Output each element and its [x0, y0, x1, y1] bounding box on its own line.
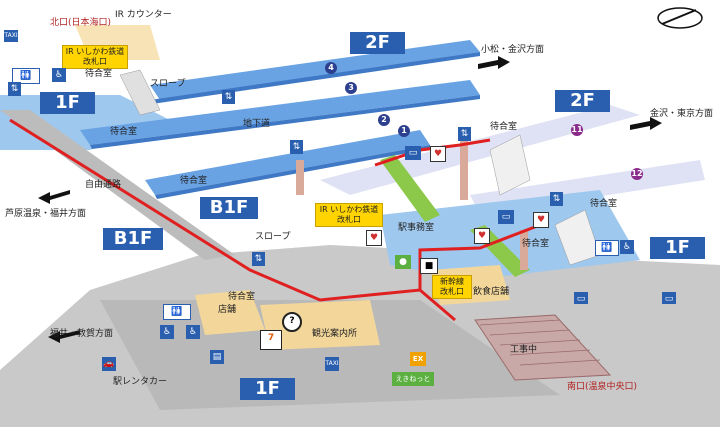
platform-number-11: 11	[571, 124, 583, 136]
direction-fukui: 福井・敦賀方面	[50, 329, 114, 339]
aed-icon: ♥	[533, 212, 549, 228]
ir-counter-label: IR カウンター	[115, 10, 172, 20]
floor-label-1f-right: 1F	[650, 237, 705, 259]
ticket-machine-icon: ▤	[210, 350, 224, 364]
arrow-awara	[38, 190, 70, 204]
restroom-icon: 🚻	[163, 304, 191, 320]
waiting-room-label: 待合室	[85, 69, 113, 79]
floor-label-2f-right: 2F	[555, 90, 610, 112]
waiting-room-label: 待合室	[228, 292, 256, 302]
aed-icon: ♥	[366, 230, 382, 246]
elevator-icon: ⇅	[252, 252, 265, 266]
platform-number-4: 4	[325, 62, 337, 74]
taxi-icon: TAXI	[4, 30, 18, 42]
ex-icon: EX	[410, 352, 426, 366]
seven-eleven-icon: 7	[260, 330, 282, 350]
waiting-room-label: 待合室	[490, 122, 518, 132]
slope-label: スロープ	[255, 232, 291, 242]
floor-label-b1f-left: B1F	[103, 228, 163, 250]
platform-number-1: 1	[398, 125, 410, 137]
elevator-icon: ⇅	[458, 127, 471, 141]
smoking-area-icon: ▭	[498, 210, 514, 224]
platform-2f-mid	[80, 80, 480, 145]
wheelchair-icon: ♿	[160, 325, 174, 339]
direction-komatsu: 小松・金沢方面	[481, 45, 545, 55]
shop-label: 店舗	[218, 305, 237, 315]
slope-label: スロープ	[150, 79, 186, 89]
ir-gate-top: IR いしかわ鉄道 改札口	[62, 45, 128, 69]
station-office-label: 駅事務室	[398, 223, 435, 233]
bus-icon: ▭	[662, 292, 676, 304]
floor-label-2f-left: 2F	[350, 32, 405, 54]
floor-label-1f-left: 1F	[40, 92, 95, 114]
restroom-icon: 🚻	[12, 68, 40, 84]
elevator-icon: ⇅	[222, 90, 235, 104]
arrow-fukui	[48, 330, 80, 343]
escalator-green	[380, 155, 440, 222]
pillar	[296, 160, 304, 195]
information-icon: ?	[282, 312, 302, 332]
floor-label-b1f-center: B1F	[200, 197, 258, 219]
direction-awara: 芦原温泉・福井方面	[5, 209, 87, 219]
stairs-left	[119, 69, 161, 116]
aed-icon: ♥	[474, 228, 490, 244]
aed-icon: ♥	[430, 146, 446, 162]
eki-net-icon: えきねっと	[392, 372, 434, 386]
arrow-kanazawa	[630, 117, 662, 130]
platform-number-12: 12	[631, 168, 643, 180]
route-line	[9, 118, 456, 322]
elevator-icon: ⇅	[290, 140, 303, 154]
pillar	[460, 140, 468, 200]
bus-icon: ▭	[574, 292, 588, 304]
south-exit-label: 南口(温泉中央口)	[567, 382, 638, 392]
car-icon: 🚗	[102, 357, 116, 371]
direction-kanazawa-tokyo: 金沢・東京方面	[650, 109, 714, 119]
waiting-room-label: 待合室	[180, 176, 208, 186]
rent-a-car-label: 駅レンタカー	[113, 377, 168, 387]
jiyu-tsuro-label: 自由通路	[85, 180, 122, 190]
wheelchair-icon: ♿	[52, 68, 66, 82]
north-exit-label: 北口(日本海口)	[50, 18, 112, 28]
arrow-komatsu	[478, 56, 510, 69]
platform-number-3: 3	[345, 82, 357, 94]
floor-label-1f-bottom: 1F	[240, 378, 295, 400]
restroom-icon: 🚻	[595, 240, 619, 256]
underpass-label: 地下道	[243, 119, 271, 129]
wheelchair-icon: ♿	[186, 325, 200, 339]
waiting-room-label: 待合室	[590, 199, 618, 209]
ticket-office-icon: ■	[420, 258, 438, 274]
platform-2f-upper	[150, 40, 480, 100]
construction-area	[474, 314, 612, 381]
waiting-room-label: 待合室	[110, 127, 138, 137]
construction-label: 工事中	[510, 345, 538, 355]
pillar	[520, 230, 528, 270]
stairs-right-1	[489, 134, 531, 196]
platform-b1f	[145, 130, 430, 195]
elevator-icon: ⇅	[550, 192, 563, 206]
platform-number-2: 2	[378, 114, 390, 126]
food-label: 飲食店舗	[473, 287, 510, 297]
lost-and-found-icon: ●	[395, 255, 411, 269]
smoking-area-icon: ▭	[405, 146, 421, 160]
taxi-icon: TAXI	[325, 357, 339, 371]
waiting-room-label: 待合室	[522, 239, 550, 249]
elevator-icon: ⇅	[8, 82, 21, 96]
ir-gate-mid: IR いしかわ鉄道 改札口	[315, 203, 383, 227]
shop-area	[195, 290, 265, 335]
shinkansen-gate: 新幹線 改札口	[432, 275, 472, 299]
tourist-info-label: 観光案内所	[312, 329, 358, 339]
wheelchair-icon: ♿	[620, 240, 634, 254]
compass-icon	[657, 7, 703, 29]
